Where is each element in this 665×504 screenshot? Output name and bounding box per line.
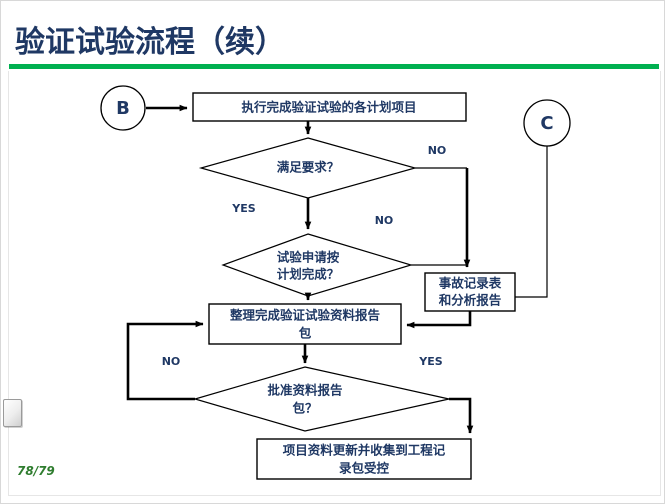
node-update-records-box[interactable] <box>256 438 472 480</box>
title-divider-rule <box>9 64 659 69</box>
node-approve-package-diamond[interactable] <box>192 366 450 432</box>
node-approve-package-label-line2: 包？ <box>291 401 317 416</box>
node-incident-report-label-line2: 和分析报告 <box>438 293 502 308</box>
node-update-records-label-line2: 录包受控 <box>339 461 390 476</box>
node-update-records-label-line1: 项目资料更新并收集到工程记 <box>283 443 446 458</box>
node-request-on-schedule-label-line1: 试验申请按 <box>277 250 340 265</box>
node-compile-package-box[interactable] <box>208 303 402 345</box>
connector-b-label: B <box>116 98 130 119</box>
branch-label-meets-no: NO <box>428 144 447 157</box>
node-request-on-schedule-diamond[interactable] <box>221 233 414 297</box>
left-edge-resize-handle[interactable] <box>3 399 22 427</box>
branch-label-meets-yes: YES <box>231 202 255 215</box>
edge-approve-no-loop-to-compile <box>126 320 204 401</box>
branch-label-approve-yes: YES <box>418 355 442 368</box>
node-approve-package-label-line1: 批准资料报告 <box>267 383 343 398</box>
branch-label-request-no: NO <box>375 214 394 227</box>
node-incident-report-label-line1: 事故记录表 <box>439 276 502 291</box>
node-compile-package-label-line1: 整理完成验证试验资料报告 <box>230 308 381 323</box>
edge-c-to-incident <box>515 146 548 298</box>
connector-b-circle[interactable] <box>100 85 146 131</box>
connector-c-label: C <box>540 113 553 134</box>
node-compile-package-label-line2: 包 <box>298 326 312 341</box>
node-execute-plan-box[interactable] <box>192 92 467 122</box>
edge-approve-yes-to-update <box>449 397 474 434</box>
page-title: 验证试验流程（续） <box>15 25 285 60</box>
node-incident-report-box[interactable] <box>424 272 516 312</box>
node-meets-requirement-label: 满足要求？ <box>277 160 340 175</box>
page-number: 78/79 <box>17 464 55 478</box>
node-request-on-schedule-label-line2: 计划完成？ <box>277 267 340 282</box>
branch-label-approve-no: NO <box>162 355 181 368</box>
node-execute-plan-label: 执行完成验证试验的各计划项目 <box>241 100 416 115</box>
edge-incident-to-compile <box>406 311 472 329</box>
